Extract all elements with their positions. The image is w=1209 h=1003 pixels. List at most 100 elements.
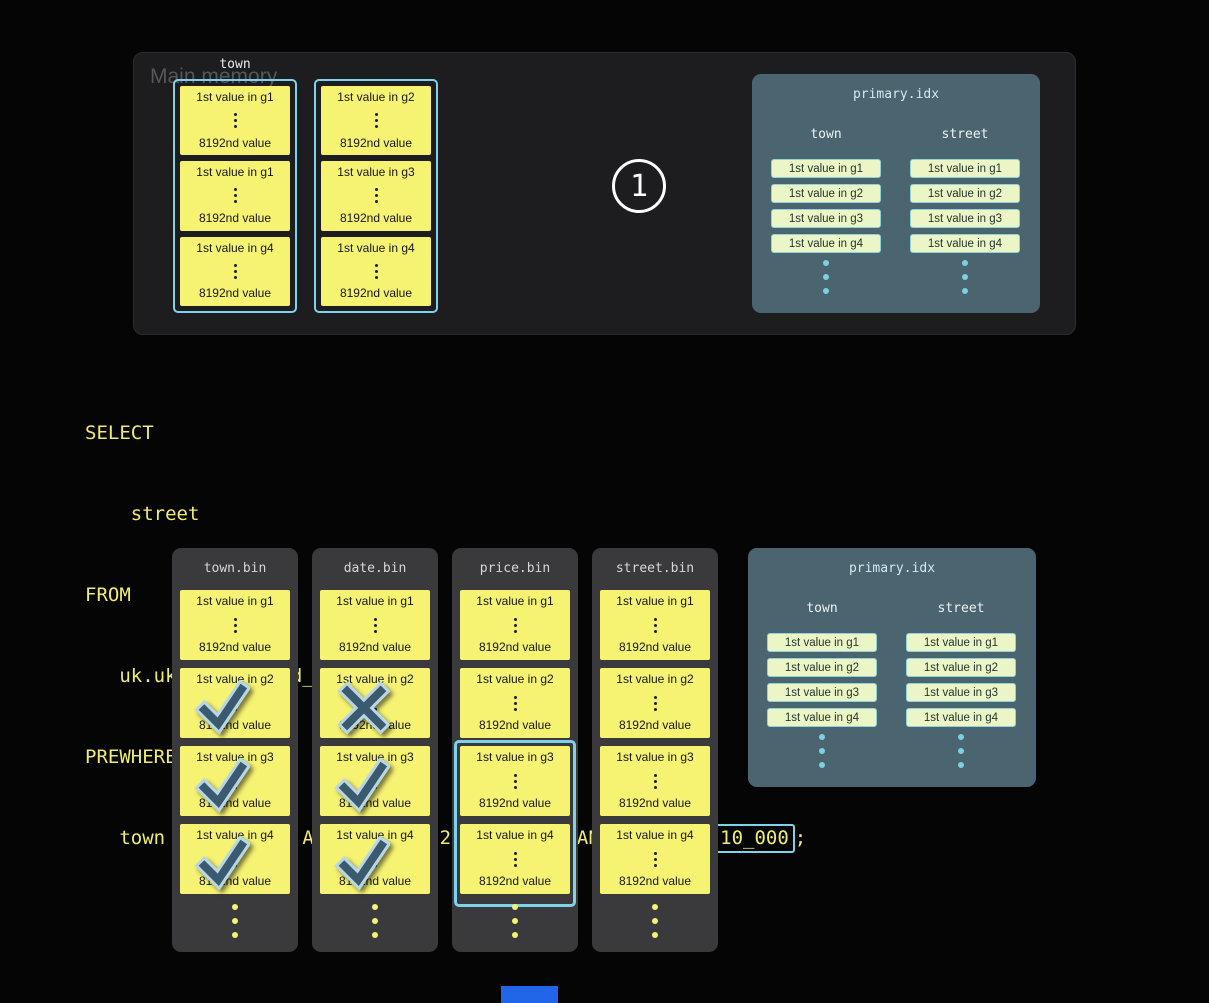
granule-block: 1st value in g1 8192nd value	[600, 590, 710, 660]
index-entry-pill: 1st value in g1	[910, 159, 1020, 178]
granule-first-value: 1st value in g1	[196, 594, 274, 608]
query-line-street: street	[85, 503, 200, 525]
query-line-prewhere: PREWHERE	[85, 746, 177, 768]
granule-last-value: 8192nd value	[618, 874, 692, 889]
granule-ellipsis	[233, 113, 237, 129]
granule-last-value: 8192nd value	[198, 640, 272, 655]
ellipsis-dots	[906, 734, 1016, 768]
granule-ellipsis	[374, 188, 378, 204]
granule-last-value: 8192nd value	[198, 286, 272, 301]
granule-first-value: 1st value in g4	[476, 828, 554, 842]
primary-index-title: primary.idx	[852, 87, 940, 102]
predicate-suffix: ;	[794, 827, 807, 849]
check-icon	[334, 757, 390, 813]
granule-block: 1st value in g2 8192nd value	[460, 668, 570, 738]
granule-ellipsis	[513, 617, 517, 633]
disk-column-price-bin: price.bin 1st value in g1 8192nd value 1…	[452, 548, 578, 952]
granule-block: 1st value in g2 8192nd value	[321, 86, 431, 156]
disk-column-street-bin: street.bin 1st value in g1 8192nd value …	[592, 548, 718, 952]
index-entry-pill: 1st value in g4	[771, 234, 881, 253]
granule-last-value: 8192nd value	[478, 874, 552, 889]
cross-icon	[334, 679, 390, 735]
granule-block: 1st value in g2 8192nd value	[320, 668, 430, 738]
granule-block: 1st value in g4 8192nd value	[460, 824, 570, 894]
memory-town-column-label: town	[219, 57, 251, 72]
disk-column-date-bin: date.bin 1st value in g1 8192nd value 1s…	[312, 548, 438, 952]
bin-header-label: price.bin	[479, 561, 551, 576]
memory-granule-stack-left: 1st value in g1 8192nd value 1st value i…	[173, 79, 297, 313]
index-entry-pill: 1st value in g3	[910, 209, 1020, 228]
granule-block: 1st value in g4 8192nd value	[600, 824, 710, 894]
granule-last-value: 8192nd value	[478, 718, 552, 733]
granule-block: 1st value in g4 8192nd value	[320, 824, 430, 894]
check-icon	[194, 835, 250, 891]
granule-first-value: 1st value in g2	[476, 672, 554, 686]
price-granule-selection-box	[454, 740, 576, 907]
primary-index-box-top: primary.idx town street 1st value in g1 …	[752, 74, 1040, 313]
granule-first-value: 1st value in g1	[476, 594, 554, 608]
query-line-select: SELECT	[85, 422, 154, 444]
granule-block: 1st value in g3 8192nd value	[320, 746, 430, 816]
ellipsis-dots	[771, 260, 881, 294]
granule-block: 1st value in g1 8192nd value	[180, 161, 290, 231]
index-town-header: town	[810, 127, 842, 142]
index-entry-pill: 1st value in g1	[767, 633, 877, 652]
granule-block: 1st value in g2 8192nd value	[600, 668, 710, 738]
granule-last-value: 8192nd value	[198, 210, 272, 225]
granule-first-value: 1st value in g3	[616, 750, 694, 764]
granule-first-value: 1st value in g1	[616, 594, 694, 608]
bottom-blue-bar[interactable]	[501, 986, 558, 1003]
index-entry-pill: 1st value in g4	[767, 708, 877, 727]
granule-ellipsis	[233, 617, 237, 633]
step-1-badge: 1	[612, 159, 666, 213]
step-number: 1	[629, 168, 649, 204]
index-entry-pill: 1st value in g2	[906, 658, 1016, 677]
bin-header-label: town.bin	[203, 561, 267, 576]
ellipsis-dots	[592, 904, 718, 938]
granule-block: 1st value in g3 8192nd value	[321, 161, 431, 231]
primary-index-title: primary.idx	[848, 561, 936, 576]
granule-last-value: 8192nd value	[478, 796, 552, 811]
index-street-header: street	[937, 601, 985, 616]
bin-header-label: date.bin	[343, 561, 407, 576]
index-entry-pill: 1st value in g3	[771, 209, 881, 228]
granule-block: 1st value in g4 8192nd value	[180, 824, 290, 894]
granule-block: 1st value in g2 8192nd value	[180, 668, 290, 738]
main-memory-box: Main memory town 1st value in g1 8192nd …	[133, 52, 1076, 335]
granule-ellipsis	[374, 113, 378, 129]
check-icon	[194, 679, 250, 735]
granule-first-value: 1st value in g1	[336, 594, 414, 608]
granule-ellipsis	[653, 851, 657, 867]
ellipsis-dots	[452, 904, 578, 938]
index-entry-pill: 1st value in g3	[906, 683, 1016, 702]
granule-first-value: 1st value in g2	[196, 672, 274, 686]
index-entry-pill: 1st value in g1	[771, 159, 881, 178]
index-entry-pill: 1st value in g3	[767, 683, 877, 702]
bin-header-label: street.bin	[615, 561, 695, 576]
index-town-header: town	[806, 601, 838, 616]
granule-first-value: 1st value in g1	[196, 165, 274, 180]
granule-first-value: 1st value in g2	[336, 672, 414, 686]
granule-first-value: 1st value in g4	[196, 240, 274, 255]
granule-first-value: 1st value in g2	[616, 672, 694, 686]
granule-first-value: 1st value in g4	[336, 828, 414, 842]
granule-ellipsis	[513, 773, 517, 789]
granule-first-value: 1st value in g4	[616, 828, 694, 842]
index-entry-pill: 1st value in g4	[906, 708, 1016, 727]
ellipsis-dots	[910, 260, 1020, 294]
granule-block: 1st value in g3 8192nd value	[180, 746, 290, 816]
granule-block: 1st value in g1 8192nd value	[320, 590, 430, 660]
granule-last-value: 8192nd value	[618, 796, 692, 811]
memory-granule-stack-right: 1st value in g2 8192nd value 1st value i…	[314, 79, 438, 313]
granule-ellipsis	[513, 851, 517, 867]
index-entry-pill: 1st value in g4	[910, 234, 1020, 253]
granule-first-value: 1st value in g4	[337, 240, 415, 255]
granule-ellipsis	[513, 695, 517, 711]
granule-ellipsis	[374, 263, 378, 279]
ellipsis-dots	[312, 904, 438, 938]
granule-first-value: 1st value in g3	[337, 165, 415, 180]
check-icon	[334, 835, 390, 891]
granule-block: 1st value in g1 8192nd value	[180, 86, 290, 156]
granule-first-value: 1st value in g1	[196, 90, 274, 104]
granule-ellipsis	[653, 695, 657, 711]
